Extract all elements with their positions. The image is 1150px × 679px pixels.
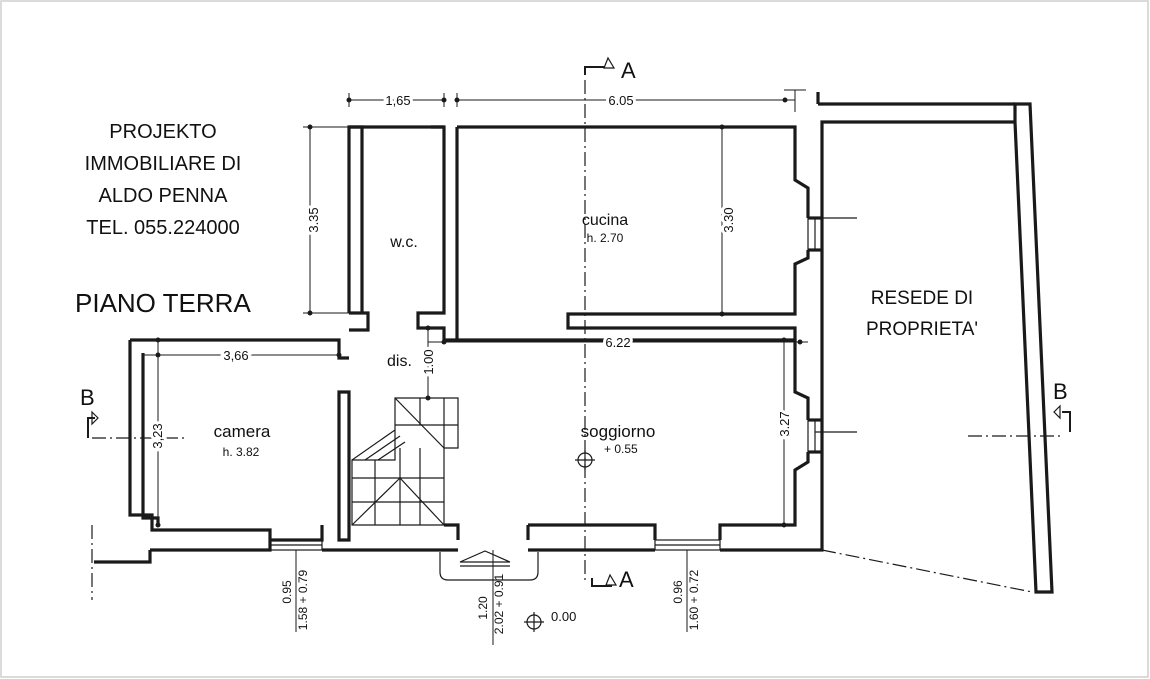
section-cut-b bbox=[87, 411, 1071, 600]
door-bottom: 2.02 + 0.91 bbox=[492, 573, 506, 634]
window-right-bottom: 1.60 + 0.72 bbox=[687, 569, 701, 630]
dim-wc-width: 1,65 bbox=[385, 93, 410, 108]
dim-soggiorno-depth: 3.27 bbox=[777, 411, 792, 436]
room-dis-label: dis. bbox=[387, 353, 412, 370]
windows bbox=[269, 217, 857, 551]
company-line-3: ALDO PENNA bbox=[99, 185, 229, 207]
resede-line-1: RESEDE DI bbox=[871, 288, 973, 309]
dim-dis-depth: 1.00 bbox=[421, 349, 436, 374]
section-b-left: B bbox=[80, 385, 95, 410]
dimension-lines bbox=[143, 89, 808, 645]
company-line-1: PROJEKTO bbox=[109, 121, 216, 143]
room-camera-height: h. 3.82 bbox=[223, 445, 260, 459]
window-right-top: 0.96 bbox=[671, 580, 685, 604]
level-symbol-reference bbox=[524, 612, 544, 632]
resede-line-2: PROPRIETA' bbox=[866, 319, 978, 340]
room-soggiorno-label: soggiorno bbox=[581, 422, 656, 441]
section-arrows bbox=[91, 56, 1061, 586]
dim-wc-depth: 3.35 bbox=[306, 207, 321, 232]
dim-cucina-width: 6.05 bbox=[608, 93, 633, 108]
reference-level: 0.00 bbox=[551, 609, 576, 624]
section-a-top: A bbox=[621, 58, 636, 83]
section-a-bottom: A bbox=[619, 567, 634, 592]
section-cut-a bbox=[584, 66, 612, 587]
dim-cucina-depth: 3.30 bbox=[721, 207, 736, 232]
level-symbol-soggiorno bbox=[575, 450, 595, 470]
company-line-4: TEL. 055.224000 bbox=[86, 217, 239, 239]
company-header: PROJEKTO IMMOBILIARE DI ALDO PENNA TEL. … bbox=[85, 121, 242, 239]
window-left-top: 0.95 bbox=[280, 580, 294, 604]
room-soggiorno-level: + 0.55 bbox=[604, 442, 638, 456]
room-cucina-height: h. 2.70 bbox=[587, 231, 624, 245]
floor-title: PIANO TERRA bbox=[75, 288, 251, 318]
dim-soggiorno-width: 6.22 bbox=[605, 335, 630, 350]
room-wc-label: w.c. bbox=[389, 234, 418, 251]
room-cucina-label: cucina bbox=[582, 212, 628, 229]
window-left-bottom: 1.58 + 0.79 bbox=[296, 569, 310, 630]
dim-camera-depth: 3,23 bbox=[150, 423, 165, 448]
section-b-right: B bbox=[1053, 379, 1068, 404]
door-top: 1.20 bbox=[476, 596, 490, 620]
dim-camera-width: 3,66 bbox=[223, 348, 248, 363]
company-line-2: IMMOBILIARE DI bbox=[85, 153, 242, 175]
room-camera-label: camera bbox=[214, 422, 271, 441]
entrance bbox=[439, 550, 539, 581]
staircase bbox=[351, 397, 459, 526]
